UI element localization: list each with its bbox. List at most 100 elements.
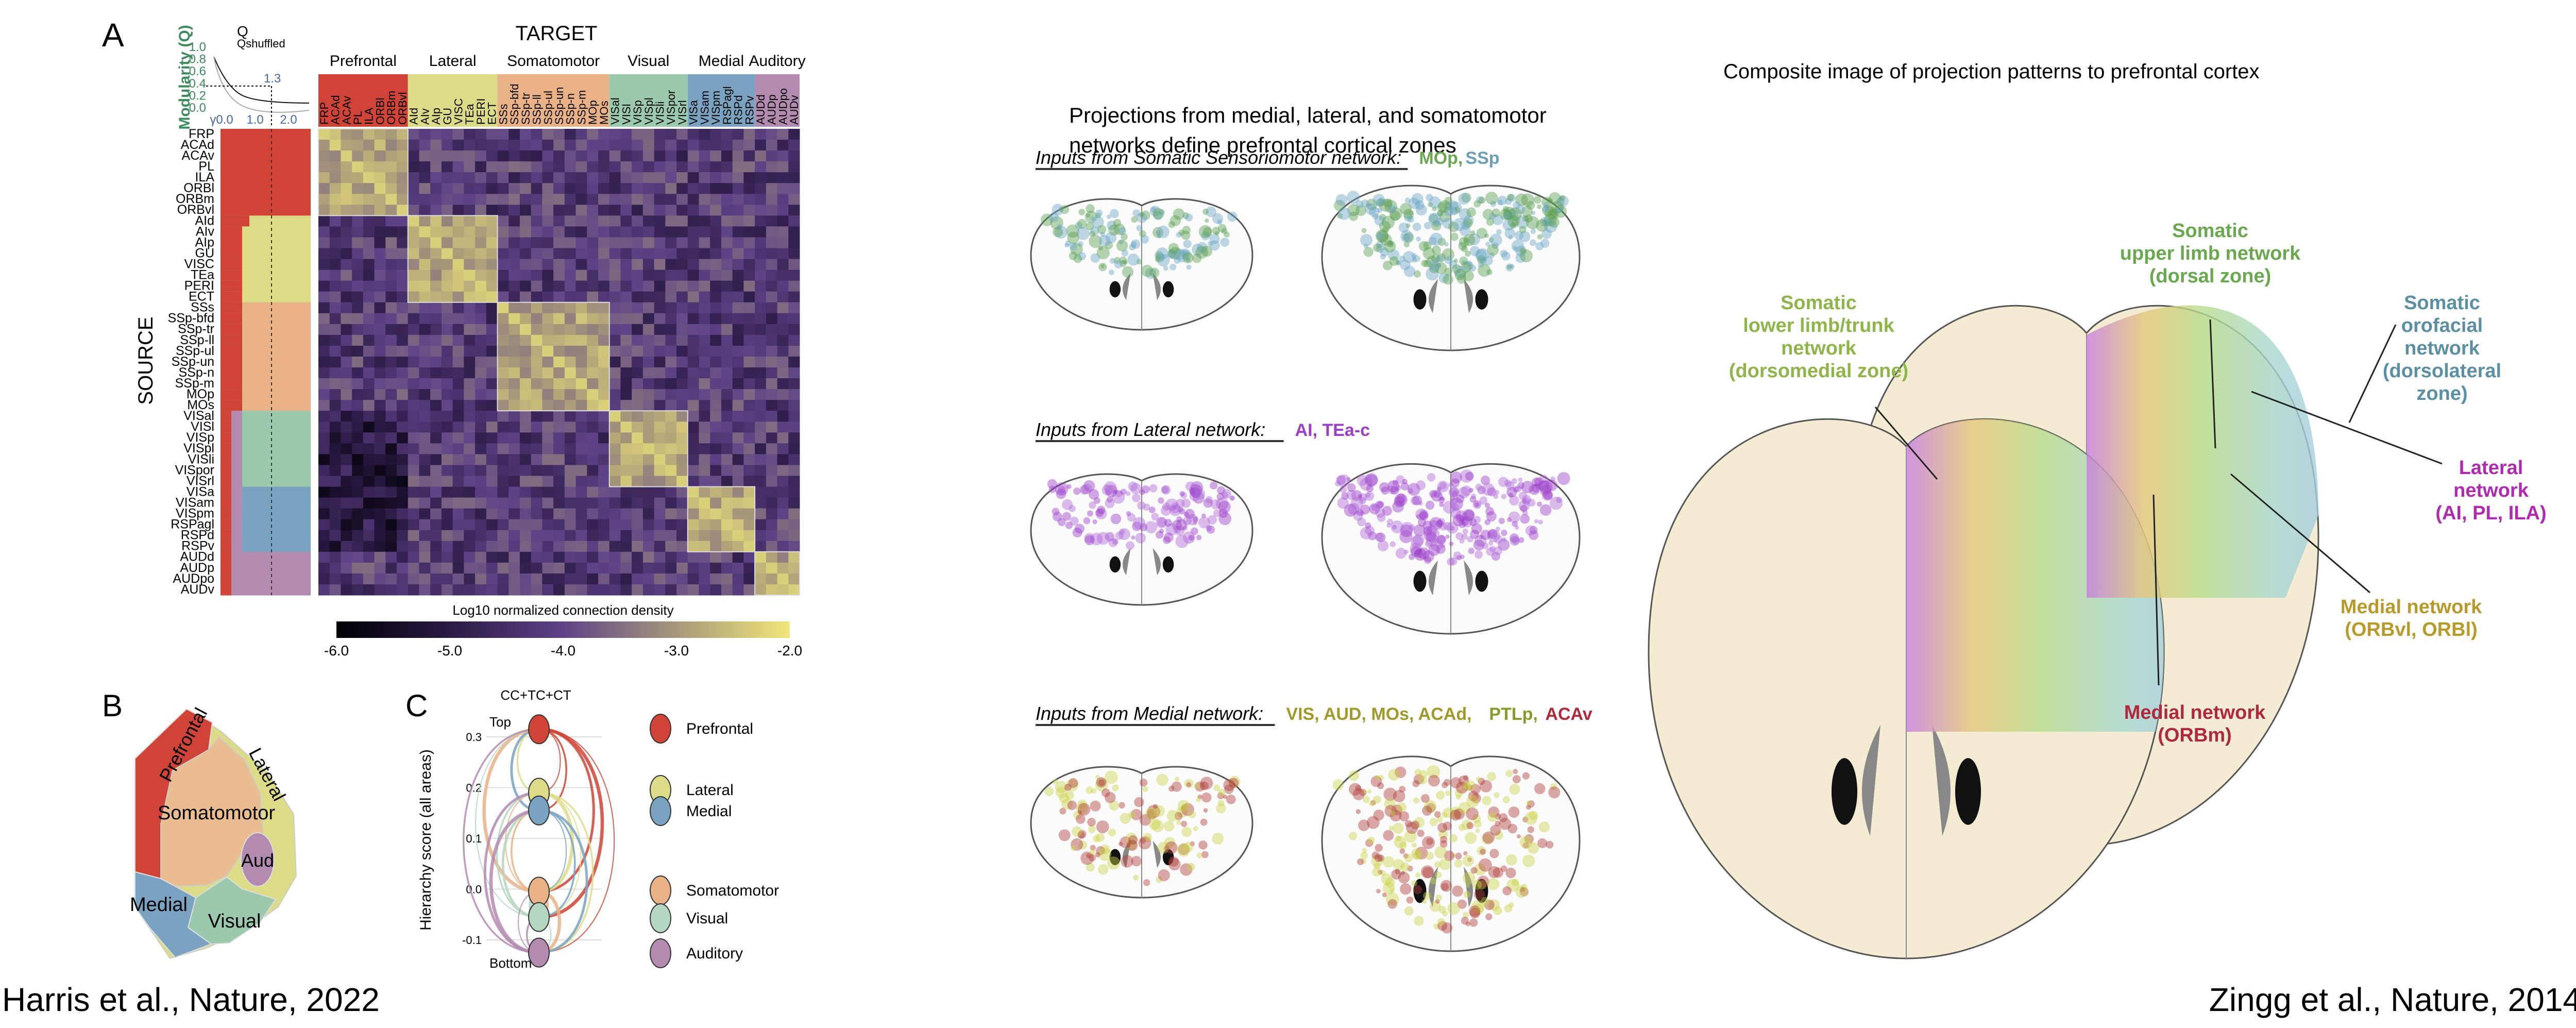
node-medial: [528, 795, 550, 825]
heatmap-cell: [743, 259, 755, 271]
heatmap-cell: [743, 194, 755, 205]
projection-dot: [1471, 793, 1481, 803]
projection-dot: [1399, 848, 1405, 854]
projection-dot: [1227, 211, 1238, 222]
heatmap-cell: [654, 269, 666, 281]
heatmap-cell: [654, 508, 666, 520]
projection-dot: [1476, 196, 1484, 204]
heatmap-cell: [318, 280, 330, 292]
projection-dot: [1375, 500, 1383, 509]
heatmap-cell: [553, 356, 565, 368]
heatmap-cell: [341, 172, 352, 183]
strip-cell: [221, 541, 311, 552]
heatmap-cell: [743, 356, 755, 368]
heatmap-cell: [766, 313, 778, 325]
ventricle-shape: [1464, 560, 1473, 596]
heatmap-cell: [721, 150, 733, 162]
heatmap-cell: [363, 476, 375, 487]
projection-dot: [1362, 796, 1370, 803]
strip-cell: [231, 432, 242, 444]
heatmap-cell: [475, 443, 487, 454]
projection-dot: [1488, 252, 1495, 259]
projection-dot: [1428, 544, 1440, 556]
heatmap-cell: [575, 476, 587, 487]
heatmap-cell: [598, 150, 610, 162]
hierarchy-arc: [538, 727, 604, 919]
projection-dot: [1139, 523, 1148, 531]
heatmap-cell: [430, 129, 442, 140]
projection-dot: [1476, 228, 1487, 239]
projection-dot: [1396, 475, 1405, 484]
heatmap-cell: [777, 161, 789, 173]
heatmap-cell: [710, 411, 722, 422]
projection-dot: [1529, 239, 1536, 246]
heatmap-cell: [743, 411, 755, 422]
projection-dot: [1450, 496, 1455, 501]
heatmap-cell: [397, 313, 409, 325]
heatmap-cell: [341, 280, 352, 292]
projection-dot: [1366, 484, 1374, 493]
projection-dot: [1090, 845, 1096, 851]
projection-dot: [1207, 515, 1217, 525]
projection-dot: [1075, 524, 1084, 534]
heatmap-cell: [721, 411, 733, 422]
projection-dot: [1527, 826, 1534, 833]
heatmap-cell: [341, 454, 352, 465]
heatmap-cell: [732, 345, 744, 357]
group-label: Medial: [699, 53, 744, 70]
heatmap-cell: [441, 302, 453, 314]
heatmap-cell: [699, 541, 710, 552]
strip-cell: [221, 432, 311, 444]
projection-dot: [1429, 196, 1441, 209]
heatmap-cell: [665, 248, 677, 260]
heatmap-cell: [699, 454, 710, 465]
projection-dot: [1515, 885, 1528, 898]
projection-dot: [1540, 239, 1550, 248]
heatmap-cell: [419, 367, 431, 379]
projection-dot: [1529, 530, 1539, 541]
projection-dot: [1437, 211, 1443, 216]
heatmap-cell: [609, 259, 621, 271]
heatmap-cell: [329, 465, 341, 476]
structure-mark: [1109, 849, 1121, 866]
row-label: VISC: [184, 257, 214, 271]
projection-dot: [1493, 906, 1502, 916]
projection-dot: [1417, 830, 1425, 837]
projection-dot: [1193, 487, 1199, 494]
projection-dot: [1357, 475, 1368, 486]
projection-dot: [1439, 482, 1447, 490]
heatmap-cell: [676, 194, 688, 205]
heatmap-cell: [564, 140, 577, 151]
heatmap-cell: [464, 237, 476, 249]
heatmap-cell: [486, 140, 498, 151]
projection-dot: [1175, 777, 1180, 782]
projection-dot: [1531, 484, 1540, 493]
heatmap-cell: [329, 280, 341, 292]
colorbar-tick: -3.0: [664, 643, 689, 659]
projection-dot: [1539, 484, 1551, 496]
hierarchy-arc: [482, 727, 539, 894]
column-label: VISrl: [676, 100, 689, 125]
heatmap-cell: [777, 324, 789, 335]
projection-dot: [1366, 198, 1378, 211]
projection-dot: [1461, 220, 1470, 230]
projection-dot: [1378, 198, 1386, 206]
structure-mark: [1832, 758, 1857, 825]
heatmap-cell: [329, 334, 341, 346]
heatmap-cell: [475, 389, 487, 400]
projection-dot: [1135, 532, 1146, 544]
projection-dot: [1446, 521, 1459, 534]
heatmap-cell: [363, 226, 375, 238]
heatmap-cell: [575, 215, 587, 227]
heatmap-cell: [352, 400, 364, 411]
heatmap-cell: [486, 389, 498, 400]
projection-dot: [1218, 509, 1228, 518]
heatmap-cell: [654, 237, 666, 249]
column-label: MOs: [598, 101, 611, 125]
projection-dot: [1057, 518, 1066, 527]
heatmap-cell: [687, 313, 700, 325]
projection-dot: [1403, 251, 1415, 263]
heatmap-cell: [699, 237, 710, 249]
heatmap-cell: [408, 378, 419, 390]
projection-dot: [1159, 209, 1165, 215]
